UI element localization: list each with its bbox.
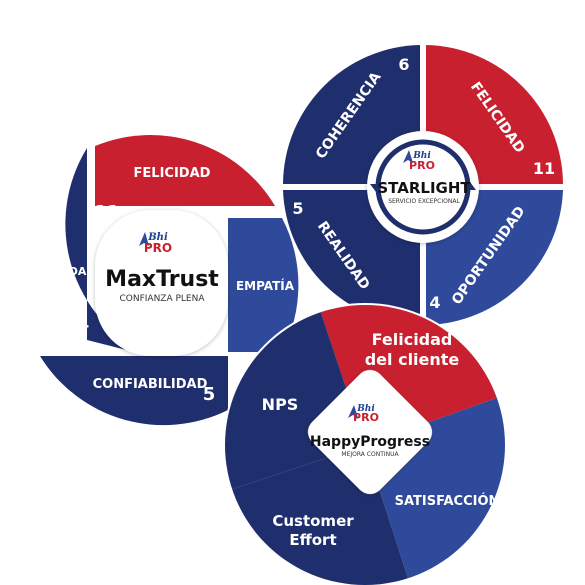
logo-bhi: Bhi bbox=[356, 404, 375, 414]
starlight-segment-coherencia-number: 6 bbox=[398, 55, 409, 74]
maxtrust-title: MaxTrust bbox=[105, 267, 219, 292]
starlight-segment-realidad-number: 5 bbox=[292, 199, 303, 218]
maxtrust-center-panel bbox=[95, 210, 228, 356]
happyprogress-center-diamond bbox=[307, 369, 433, 495]
happyprogress-segment-satisfaccion-label: SATISFACCIÓN bbox=[395, 493, 500, 509]
happyprogress-title: HappyProgress bbox=[310, 434, 430, 450]
maxtrust-segment-sensibilidad-label: SENSIBILIDAD bbox=[8, 265, 95, 278]
starlight-subtitle: SERVICIO EXCEPCIONAL bbox=[388, 198, 460, 205]
rocket-icon bbox=[139, 232, 149, 246]
maxtrust-segment-sensibilidad-number: 4 bbox=[77, 314, 90, 335]
maxtrust-segment-confiabilidad-number: 5 bbox=[203, 384, 216, 405]
logo-bhi: Bhi bbox=[147, 232, 168, 243]
maxtrust-segment-empatia-label: EMPATÍA bbox=[236, 278, 295, 293]
maxtrust-segment-confiabilidad-label: CONFIABILIDAD bbox=[93, 377, 208, 392]
starlight-ring-arrow-right bbox=[466, 182, 476, 190]
happyprogress-segment-nps-label: NPS bbox=[262, 395, 299, 414]
maxtrust-segment-felicidad-label: FELICIDAD bbox=[134, 166, 211, 181]
happyprogress-subtitle: MEJORA CONTINUA bbox=[341, 451, 399, 458]
maxtrust-segment-confiabilidad-band bbox=[40, 356, 228, 426]
logo-pro: PRO bbox=[144, 241, 172, 255]
starlight-segment-oportunidad-number: 4 bbox=[429, 293, 440, 312]
happyprogress-segment-customer-effort-label-line2: Effort bbox=[289, 531, 336, 549]
logo-pro: PRO bbox=[409, 159, 435, 172]
maxtrust-segment-felicidad bbox=[95, 135, 275, 206]
starlight-title: STARLIGHT bbox=[377, 179, 471, 197]
logo-bhi: Bhi bbox=[412, 151, 431, 161]
starlight-logo: Bhi PRO bbox=[403, 150, 435, 172]
starlight-wheel: COHERENCIA 6 FELICIDAD 11 OPORTUNIDAD 4 … bbox=[283, 45, 563, 325]
maxtrust-subtitle: CONFIANZA PLENA bbox=[119, 294, 205, 304]
starlight-ring-arrow-left bbox=[370, 184, 380, 192]
happyprogress-segment-felicidad-label-line2: del cliente bbox=[365, 350, 460, 369]
happyprogress-logo: Bhi PRO bbox=[348, 404, 379, 424]
happyprogress-segment-customer-effort-label-line1: Customer bbox=[272, 512, 354, 530]
rocket-icon bbox=[348, 405, 358, 418]
maxtrust-logo: Bhi PRO bbox=[139, 232, 172, 255]
happyprogress-segment-felicidad-label-line1: Felicidad bbox=[372, 330, 453, 349]
rocket-icon bbox=[403, 150, 413, 163]
maxtrust-segment-felicidad-number: 11 bbox=[94, 202, 119, 223]
starlight-segment-felicidad-number: 11 bbox=[533, 159, 555, 178]
logo-pro: PRO bbox=[353, 411, 379, 424]
maxtrust-segment-sensibilidad bbox=[65, 148, 150, 356]
maxtrust-segment-empatia bbox=[228, 218, 299, 352]
maxtrust-wheel: FELICIDAD 11 EMPATÍA 4 CONFIABILIDAD 5 S… bbox=[8, 135, 299, 426]
starlight-center-core bbox=[383, 147, 463, 227]
